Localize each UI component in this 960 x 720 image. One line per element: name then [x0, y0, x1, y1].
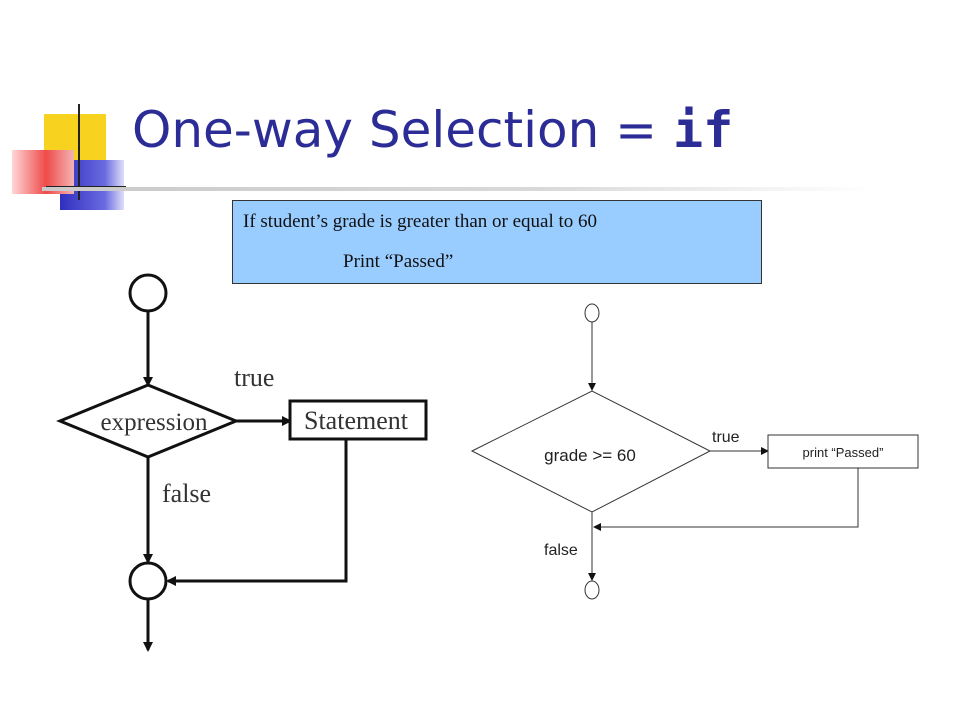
- pseudocode-line-action: Print “Passed”: [343, 251, 454, 272]
- example-statement-box: [767, 434, 919, 469]
- generic-flowchart: expression true Statement false: [56, 273, 428, 652]
- generic-arrow-merge: [166, 439, 348, 586]
- example-decision-label: grade >= 60: [544, 446, 636, 465]
- example-arrow-merge: [593, 468, 859, 531]
- generic-start-node: [128, 273, 168, 313]
- page-title: One-way Selection = if: [132, 95, 733, 165]
- example-true-label: true: [712, 429, 740, 446]
- example-flowchart: grade >= 60 true print “Passed” false: [470, 303, 919, 600]
- generic-false-label: false: [162, 479, 211, 508]
- generic-decision-label: expression: [101, 409, 208, 436]
- example-start-node: [584, 303, 600, 323]
- title-text: One-way Selection =: [132, 101, 673, 159]
- example-end-node: [584, 580, 600, 600]
- generic-end-node: [128, 561, 168, 601]
- pseudocode-box: If student’s grade is greater than or eq…: [232, 200, 762, 284]
- example-false-label: false: [544, 542, 578, 559]
- generic-true-label: true: [234, 363, 274, 392]
- title-code: if: [672, 101, 734, 159]
- generic-statement-label: Statement: [304, 406, 409, 435]
- example-statement-label: print “Passed”: [803, 445, 884, 460]
- title-underline: [42, 187, 872, 191]
- generic-statement-box: [288, 399, 428, 441]
- pseudocode-line-condition: If student’s grade is greater than or eq…: [243, 211, 598, 232]
- deco-vertical-line: [78, 104, 80, 200]
